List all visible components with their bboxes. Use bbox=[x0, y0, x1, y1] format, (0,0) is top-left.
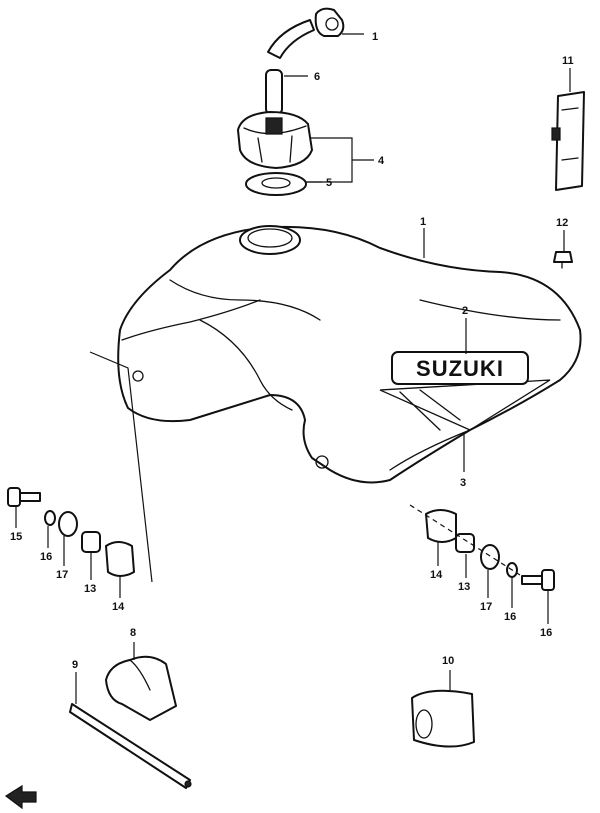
part-4-fuel-cap bbox=[237, 111, 313, 169]
callout-14-left: 14 bbox=[112, 601, 125, 613]
callout-5: 5 bbox=[326, 177, 332, 189]
callout-13-right: 13 bbox=[458, 581, 470, 593]
callout-10: 10 bbox=[442, 655, 454, 667]
leader-lines bbox=[15, 33, 571, 704]
part-13-collar-left bbox=[81, 531, 101, 553]
callout-12: 12 bbox=[556, 217, 568, 229]
part-14-grommet-left bbox=[105, 541, 135, 577]
callout-14-right: 14 bbox=[430, 569, 443, 581]
callout-4: 4 bbox=[378, 155, 385, 167]
callout-15-right: 16 bbox=[540, 627, 552, 639]
part-5-cap-gasket bbox=[245, 172, 307, 196]
callout-7: 1 bbox=[372, 31, 378, 43]
part-9-strap bbox=[69, 703, 192, 789]
callout-16-left: 16 bbox=[40, 551, 52, 563]
part-10-sleeve bbox=[411, 689, 475, 748]
part-1-fuel-tank bbox=[117, 225, 582, 484]
part-7-hose-clamp bbox=[314, 7, 345, 37]
part-2-emblem: SUZUKI bbox=[391, 351, 529, 385]
part-13-collar-right bbox=[455, 533, 475, 553]
callout-2: 2 bbox=[462, 305, 468, 317]
part-8-cushion bbox=[105, 655, 177, 721]
callout-13-left: 13 bbox=[84, 583, 96, 595]
part-14-grommet-right bbox=[425, 509, 457, 543]
callout-11: 11 bbox=[562, 55, 574, 67]
callout-6: 6 bbox=[314, 71, 320, 83]
callout-17-right: 17 bbox=[480, 601, 492, 613]
callout-3: 3 bbox=[460, 477, 466, 489]
part-6-breather-pipe bbox=[265, 69, 283, 115]
brand-text: SUZUKI bbox=[416, 356, 504, 381]
callout-9: 9 bbox=[72, 659, 78, 671]
tank-mount-guide-line bbox=[89, 351, 153, 583]
callout-17-left: 17 bbox=[56, 569, 68, 581]
callout-8: 8 bbox=[130, 627, 136, 639]
part-15-bolt-right bbox=[521, 569, 555, 591]
right-mount-hardware bbox=[425, 509, 555, 591]
breather-hose bbox=[267, 19, 315, 59]
callout-1: 1 bbox=[420, 216, 426, 228]
callout-15-left: 15 bbox=[10, 531, 22, 543]
part-17-washer-right bbox=[480, 544, 500, 570]
part-17-washer-left bbox=[58, 511, 78, 537]
part-15-bolt-left bbox=[7, 487, 41, 507]
part-16-washer-left bbox=[44, 510, 56, 526]
part-11-bracket bbox=[551, 91, 585, 191]
part-12-screw bbox=[553, 251, 573, 269]
right-mount-alignment-line bbox=[409, 504, 521, 576]
callout-16-right: 16 bbox=[504, 611, 516, 623]
left-mount-hardware bbox=[7, 487, 135, 577]
front-arrow-icon bbox=[4, 784, 37, 810]
callout-labels: 1 6 4 5 1 2 3 11 12 15 16 17 13 14 14 13… bbox=[10, 31, 574, 671]
